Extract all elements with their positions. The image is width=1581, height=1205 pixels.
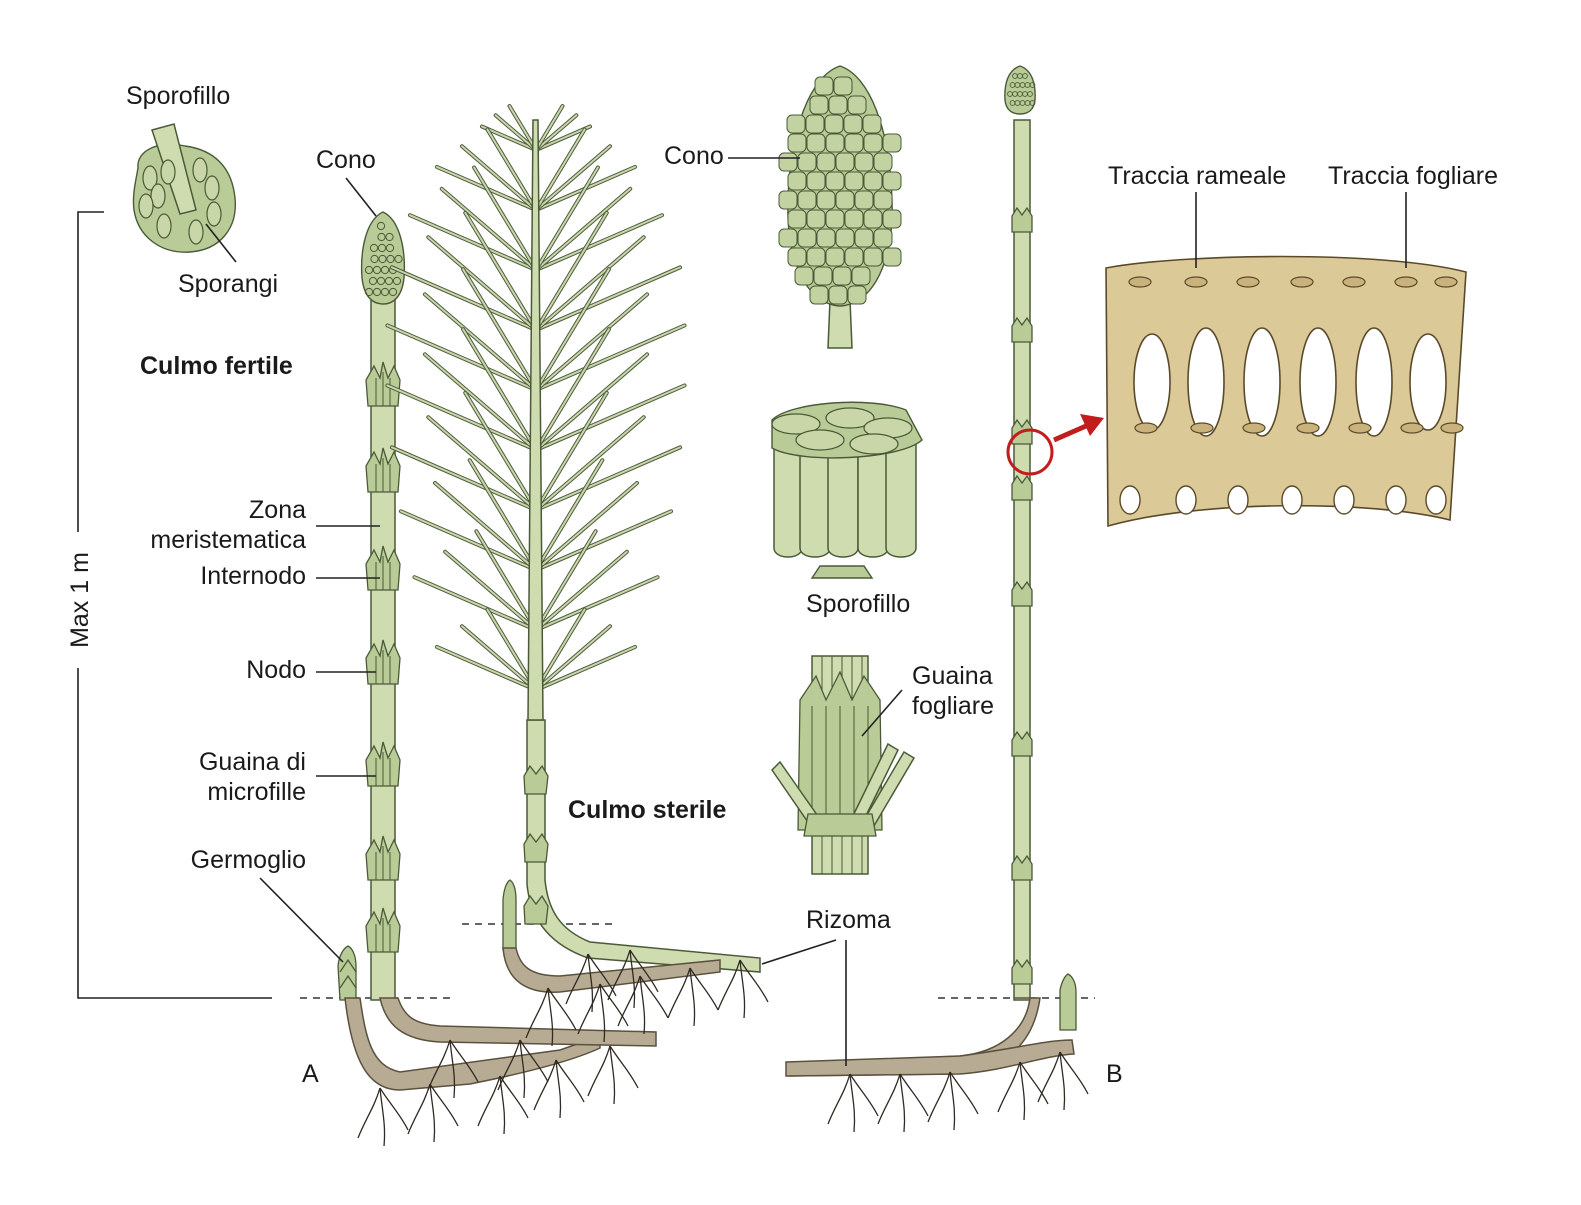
sterile-young-shoot bbox=[502, 879, 769, 1047]
label-panel-a: A bbox=[302, 1060, 319, 1088]
plant-b bbox=[785, 65, 1104, 1133]
cone-detail bbox=[778, 65, 902, 349]
sterile-stem bbox=[385, 104, 761, 973]
stem-section bbox=[1105, 255, 1467, 528]
label-guaina-micro-1: Guaina di bbox=[199, 748, 306, 776]
label-panel-b: B bbox=[1106, 1060, 1123, 1088]
label-traccia-rameale: Traccia rameale bbox=[1108, 162, 1286, 190]
scale-bar: Max 1 m bbox=[66, 211, 272, 999]
label-internodo: Internodo bbox=[200, 562, 306, 590]
highlight-circle bbox=[1006, 428, 1054, 476]
label-zona-1: Zona bbox=[249, 496, 306, 524]
label-nodo: Nodo bbox=[246, 656, 306, 684]
label-culmo-sterile: Culmo sterile bbox=[568, 796, 726, 824]
labels: Sporofillo Sporangi Cono Culmo fertile Z… bbox=[126, 82, 1498, 1088]
label-guaina-micro-2: microfille bbox=[207, 778, 306, 806]
rhizome-a bbox=[344, 997, 657, 1147]
sporophyll-detail bbox=[132, 123, 236, 253]
label-culmo-fertile: Culmo fertile bbox=[140, 352, 293, 380]
leader-lines bbox=[205, 157, 1407, 1066]
label-guaina-fogl-1: Guaina bbox=[912, 662, 993, 690]
leaf-sheath-detail bbox=[771, 655, 916, 875]
label-sporangi: Sporangi bbox=[178, 270, 278, 298]
scale-label: Max 1 m bbox=[66, 552, 94, 648]
label-cono-left: Cono bbox=[316, 146, 376, 174]
label-sporofillo-mid: Sporofillo bbox=[806, 590, 910, 618]
label-traccia-fogliare: Traccia fogliare bbox=[1328, 162, 1498, 190]
pointer-arrow bbox=[1052, 423, 1088, 443]
label-guaina-fogl-2: fogliare bbox=[912, 692, 994, 720]
label-germoglio: Germoglio bbox=[191, 846, 306, 874]
label-sporofillo-top: Sporofillo bbox=[126, 82, 230, 110]
label-zona-2: meristematica bbox=[150, 526, 306, 554]
label-rizoma: Rizoma bbox=[806, 906, 891, 934]
sporophyll-cluster bbox=[771, 401, 923, 579]
germoglio-shoot bbox=[337, 945, 357, 1001]
label-cono-mid: Cono bbox=[664, 142, 724, 170]
